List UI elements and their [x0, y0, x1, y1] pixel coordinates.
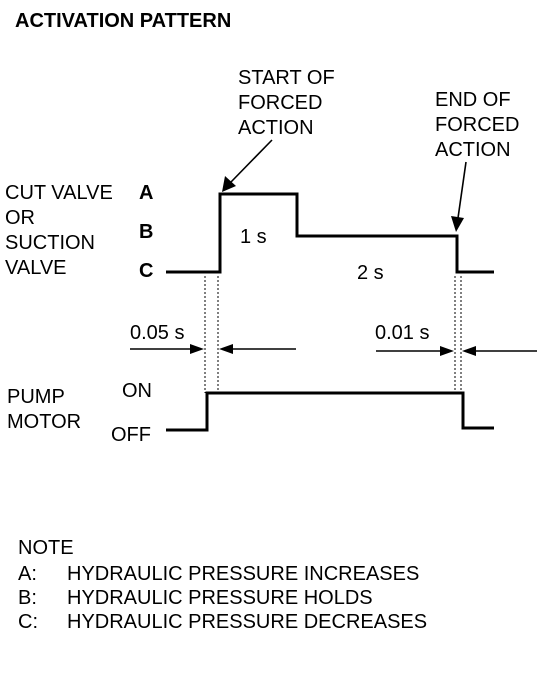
- pump-off-label: OFF: [111, 424, 151, 446]
- level-b-label: B: [139, 221, 153, 243]
- timing-marker-left: 0.05 s: [130, 322, 296, 354]
- pump-on-label: ON: [122, 380, 152, 402]
- valve-waveform: [166, 192, 494, 274]
- end-callout-line-2: FORCED: [435, 114, 519, 136]
- timing-marker-right: 0.01 s: [375, 322, 537, 356]
- end-callout-line-3: ACTION: [435, 139, 511, 161]
- start-callout-line-3: ACTION: [238, 117, 314, 139]
- timing-right-arrowhead-out: [462, 346, 476, 356]
- note-heading: NOTE: [18, 537, 74, 559]
- valve-label-line-4: VALVE: [5, 257, 67, 279]
- note-block: NOTE A: HYDRAULIC PRESSURE INCREASES B: …: [18, 537, 427, 633]
- note-key-a: A:: [18, 563, 37, 585]
- timing-left-arrowhead-out: [219, 344, 233, 354]
- end-callout-arrowhead: [451, 216, 464, 232]
- start-callout-arrowhead: [222, 176, 236, 192]
- duration-1s-label: 1 s: [240, 226, 267, 248]
- pump-label-line-1: PUMP: [7, 386, 65, 408]
- start-callout-leader: [230, 139, 273, 183]
- valve-label-line-3: SUCTION: [5, 232, 95, 254]
- pump-waveform: [166, 391, 494, 432]
- valve-label: CUT VALVE OR SUCTION VALVE: [5, 182, 113, 279]
- note-text-b: HYDRAULIC PRESSURE HOLDS: [67, 587, 373, 609]
- duration-2s-label: 2 s: [357, 262, 384, 284]
- end-callout-leader: [457, 161, 467, 219]
- level-c-label: C: [139, 260, 153, 282]
- pump-motor-label: PUMP MOTOR: [7, 386, 81, 433]
- start-callout-line-1: START OF: [238, 67, 335, 89]
- level-a-label: A: [139, 182, 153, 204]
- end-callout-line-1: END OF: [435, 89, 511, 111]
- start-of-forced-action-callout: START OF FORCED ACTION: [222, 67, 335, 192]
- start-callout-line-2: FORCED: [238, 92, 322, 114]
- timing-left-arrowhead-in: [190, 344, 204, 354]
- timing-right-arrowhead-in: [440, 346, 454, 356]
- end-of-forced-action-callout: END OF FORCED ACTION: [435, 89, 519, 232]
- note-text-c: HYDRAULIC PRESSURE DECREASES: [67, 611, 427, 633]
- timing-right-label: 0.01 s: [375, 322, 429, 344]
- timing-left-label: 0.05 s: [130, 322, 184, 344]
- note-text-a: HYDRAULIC PRESSURE INCREASES: [67, 563, 419, 585]
- valve-label-line-2: OR: [5, 207, 35, 229]
- diagram-title: ACTIVATION PATTERN: [15, 10, 231, 32]
- valve-label-line-1: CUT VALVE: [5, 182, 113, 204]
- note-key-c: C:: [18, 611, 38, 633]
- pump-label-line-2: MOTOR: [7, 411, 81, 433]
- timing-guides: [204, 276, 462, 393]
- note-key-b: B:: [18, 587, 37, 609]
